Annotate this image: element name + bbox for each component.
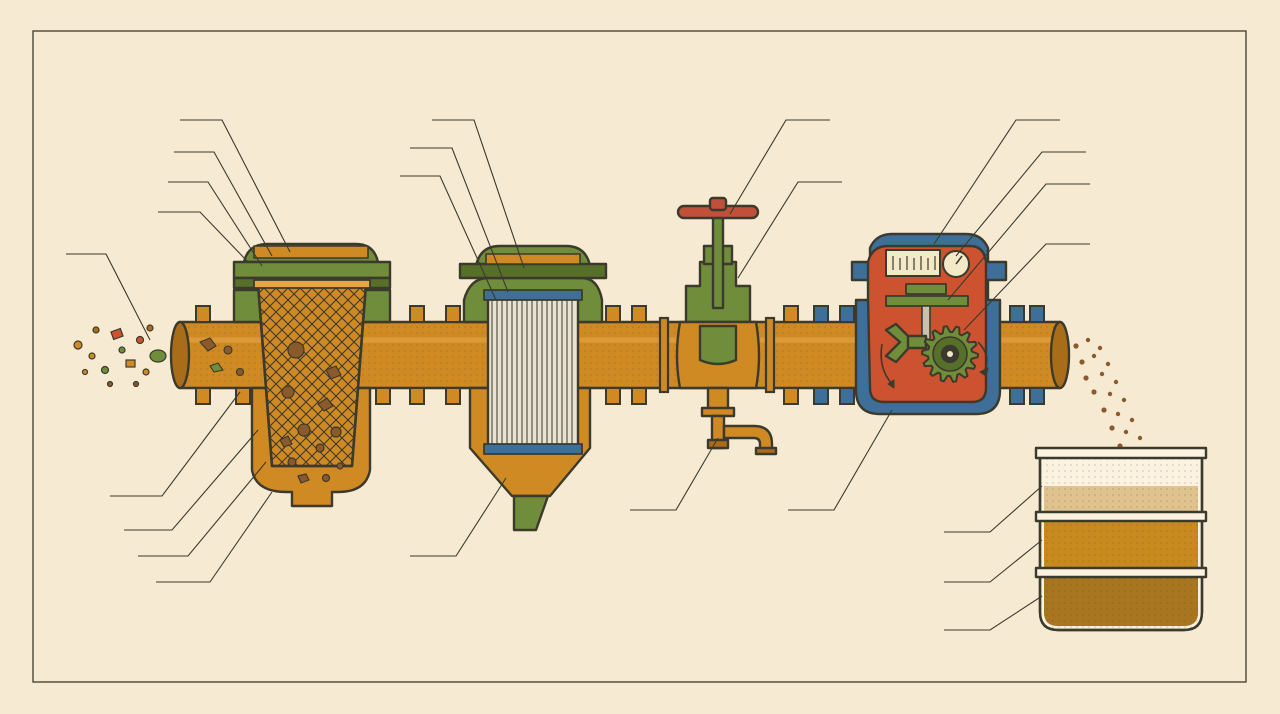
- drop: [1099, 371, 1105, 377]
- leader-line: [400, 175, 497, 301]
- flange: [1029, 305, 1045, 323]
- drop: [1113, 379, 1119, 385]
- flange: [783, 305, 799, 323]
- drop: [1073, 343, 1079, 349]
- flange: [631, 387, 647, 405]
- drop: [1083, 375, 1089, 381]
- flange: [1029, 387, 1045, 405]
- flange: [235, 387, 251, 405]
- leader-line: [156, 491, 273, 583]
- flange: [195, 387, 211, 405]
- flange: [813, 305, 829, 323]
- drop: [1079, 359, 1085, 365]
- leader-line: [944, 485, 1043, 533]
- basket-strainer: [232, 242, 392, 508]
- cartridge-filter: [458, 244, 608, 532]
- leader-line: [110, 391, 241, 497]
- drop: [1109, 425, 1115, 431]
- flange: [605, 305, 621, 323]
- flange: [195, 305, 211, 323]
- leader-line: [947, 183, 1090, 301]
- drop: [1091, 389, 1097, 395]
- flange: [631, 305, 647, 323]
- leader-line: [410, 477, 507, 557]
- leader-line: [963, 243, 1090, 331]
- flange: [445, 387, 461, 405]
- gate-valve: [675, 196, 778, 456]
- drop: [1121, 397, 1127, 403]
- leader-line: [158, 211, 249, 263]
- drop: [1137, 435, 1143, 441]
- flange: [839, 387, 855, 405]
- leader-line: [737, 181, 842, 279]
- leader-line: [180, 119, 291, 253]
- callout-leader-lines: [66, 119, 1090, 631]
- drop: [1091, 353, 1097, 359]
- leader-line: [729, 119, 830, 215]
- drop: [1123, 429, 1129, 435]
- drop: [1101, 407, 1107, 413]
- drop: [1107, 391, 1113, 397]
- flange: [375, 387, 391, 405]
- leader-line: [66, 253, 151, 341]
- drop: [1129, 417, 1135, 423]
- flange: [1009, 387, 1025, 405]
- leader-line: [168, 181, 263, 267]
- leader-line: [944, 595, 1043, 631]
- flange: [839, 305, 855, 323]
- drop: [1105, 361, 1111, 367]
- inflow-debris: [73, 324, 167, 388]
- leader-line: [933, 119, 1060, 245]
- drop: [1085, 337, 1091, 343]
- diagram-frame: [32, 30, 1247, 683]
- pipe-couplings: [658, 316, 776, 394]
- leader-line: [138, 461, 267, 557]
- flange: [445, 305, 461, 323]
- leader-line: [788, 409, 893, 511]
- leader-line: [955, 151, 1086, 257]
- pipe-inlet: [169, 320, 191, 390]
- filter-pleats: [491, 300, 573, 444]
- pipe-debris: [199, 337, 245, 377]
- flange: [409, 305, 425, 323]
- flange: [409, 387, 425, 405]
- pipe-outlet: [1049, 320, 1071, 390]
- flange: [605, 387, 621, 405]
- leader-line: [944, 539, 1043, 583]
- drop: [1097, 345, 1103, 351]
- gear-meter: [850, 232, 1008, 416]
- leader-line: [432, 119, 525, 269]
- leader-line: [174, 151, 273, 257]
- flange: [783, 387, 799, 405]
- drop: [1115, 411, 1121, 417]
- flange: [813, 387, 829, 405]
- leader-line: [630, 437, 719, 511]
- leader-line: [410, 147, 509, 293]
- collection-beaker: [1034, 446, 1208, 632]
- leader-line: [124, 429, 259, 531]
- flange: [1009, 305, 1025, 323]
